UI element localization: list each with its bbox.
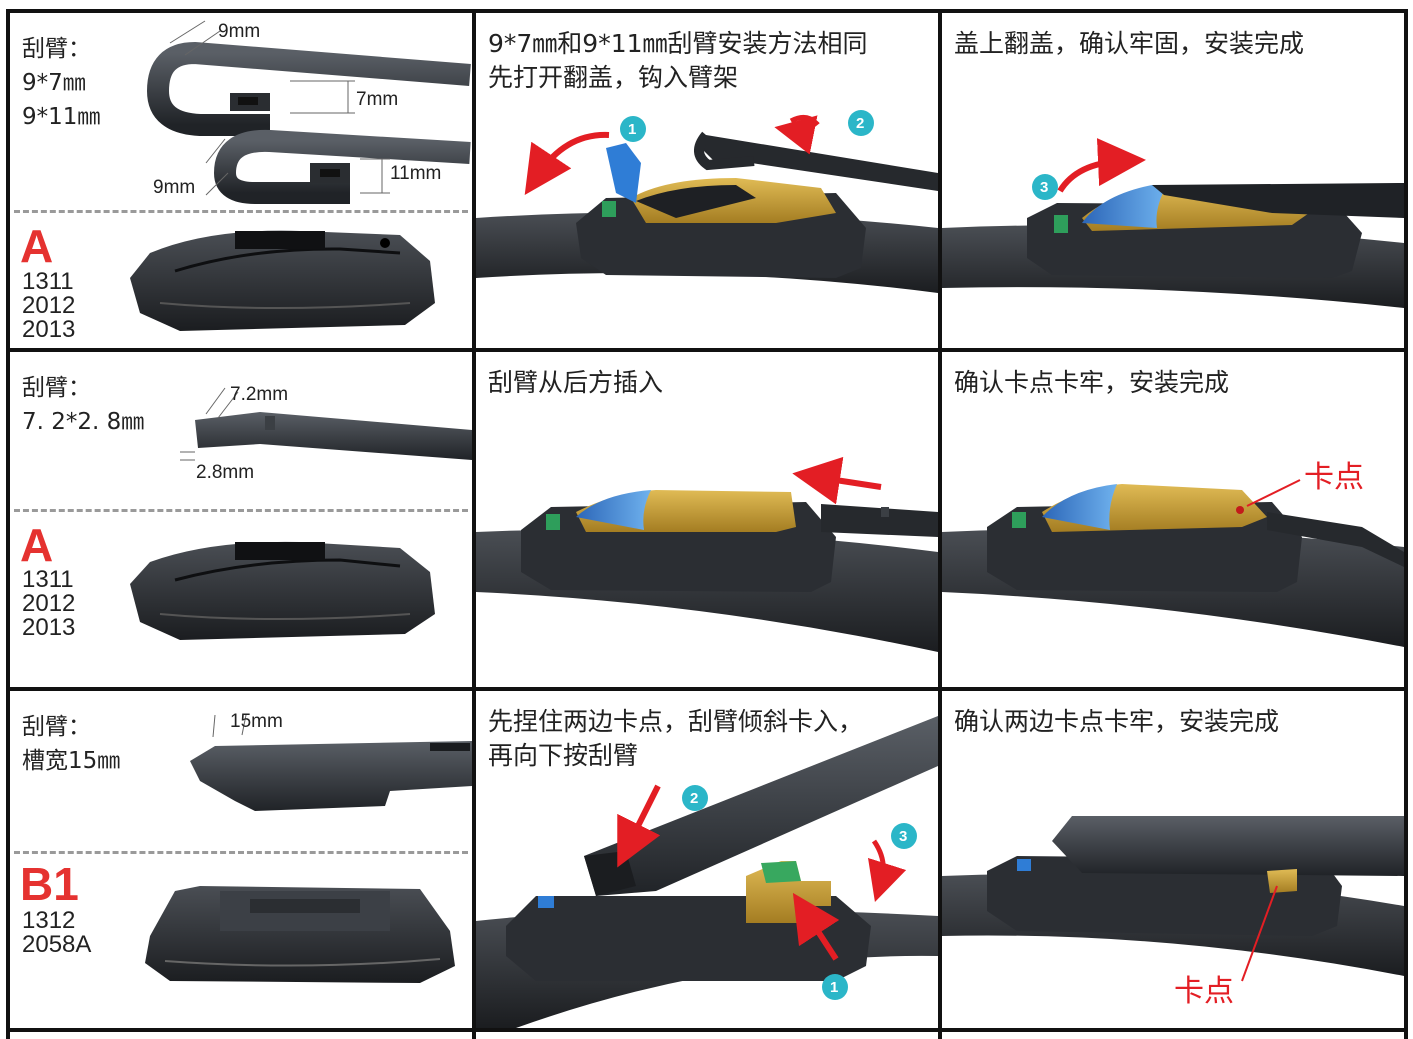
step-illustration: 1 2 bbox=[476, 110, 938, 293]
dim-label: 2.8mm bbox=[196, 462, 254, 483]
grid-line bbox=[6, 687, 1408, 691]
step-badge: 2 bbox=[690, 790, 698, 807]
step-badge: 1 bbox=[628, 121, 636, 138]
adapter-a-illustration bbox=[130, 230, 435, 331]
latch-point-label: 卡点 bbox=[1304, 460, 1364, 495]
dim-label: 7mm bbox=[356, 89, 398, 110]
side-lock-arm-illustration: 15mm bbox=[190, 711, 472, 811]
row1-step-cell: 9*7㎜和9*11㎜刮臂安装方法相同 先打开翻盖，钩入臂架 1 2 bbox=[476, 13, 938, 348]
model-code: 1312 bbox=[22, 907, 76, 934]
row1-spec-cell: 刮臂： 9*7㎜ 9*11㎜ 9mm 7mm 9mm 11mm A bbox=[10, 13, 472, 348]
adapter-b1-illustration bbox=[145, 886, 455, 983]
latch-point-label: 卡点 bbox=[1174, 974, 1234, 1009]
model-code: 1311 bbox=[22, 566, 74, 593]
done-illustration: 3 bbox=[942, 138, 1404, 308]
section-divider bbox=[14, 210, 468, 213]
spec-title: 刮臂： bbox=[22, 36, 91, 62]
model-code: 1311 bbox=[22, 268, 74, 295]
pin-arm-illustration: 7.2mm 2.8mm bbox=[180, 384, 472, 483]
step-badge: 2 bbox=[856, 115, 864, 132]
done-illustration: 卡点 bbox=[942, 816, 1404, 1009]
step-illustration: 2 3 1 bbox=[476, 716, 938, 1028]
step-caption: 先捏住两边卡点，刮臂倾斜卡入， 再向下按刮臂 bbox=[488, 707, 864, 770]
spec-title: 刮臂： bbox=[22, 375, 91, 401]
model-code: 2012 bbox=[22, 292, 76, 319]
model-code: 2012 bbox=[22, 590, 76, 617]
row3-step-cell: 先捏住两边卡点，刮臂倾斜卡入， 再向下按刮臂 2 3 1 bbox=[476, 691, 938, 1028]
grid-line bbox=[938, 9, 942, 1039]
model-code: 2013 bbox=[22, 614, 76, 641]
dim-label: 7.2mm bbox=[230, 384, 288, 405]
done-caption: 确认卡点卡牢，安装完成 bbox=[954, 368, 1230, 397]
grid-line bbox=[6, 1028, 1408, 1032]
row2-step-cell: 刮臂从后方插入 bbox=[476, 352, 938, 687]
done-caption: 盖上翻盖，确认牢固，安装完成 bbox=[954, 29, 1305, 58]
done-caption: 确认两边卡点卡牢，安装完成 bbox=[954, 707, 1280, 736]
grid-line bbox=[6, 348, 1408, 352]
adapter-type-letter: A bbox=[20, 519, 54, 571]
grid-line bbox=[6, 9, 1408, 13]
done-illustration: 卡点 bbox=[942, 460, 1404, 647]
spec-title: 刮臂： bbox=[22, 714, 91, 740]
step-caption: 9*7㎜和9*11㎜刮臂安装方法相同 先打开翻盖，钩入臂架 bbox=[488, 29, 868, 92]
model-code: 2058A bbox=[22, 931, 92, 958]
adapter-type-letter: B1 bbox=[20, 858, 79, 910]
hook-arm-illustration: 9mm 7mm 9mm 11mm bbox=[146, 20, 471, 204]
adapter-a-illustration bbox=[130, 541, 435, 640]
grid-line bbox=[472, 9, 476, 1039]
row2-spec-cell: 刮臂： 7. 2*2. 8㎜ 7.2mm 2.8mm A 1311 2012 2… bbox=[10, 352, 472, 687]
row1-done-cell: 盖上翻盖，确认牢固，安装完成 3 bbox=[942, 13, 1404, 348]
step-badge: 3 bbox=[899, 828, 907, 845]
grid-line bbox=[1404, 9, 1408, 1039]
row3-done-cell: 确认两边卡点卡牢，安装完成 卡点 bbox=[942, 691, 1404, 1028]
model-code: 2013 bbox=[22, 316, 76, 343]
step-illustration bbox=[476, 456, 938, 652]
grid-line bbox=[6, 9, 10, 1039]
dim-label: 9mm bbox=[218, 21, 260, 42]
step-caption: 刮臂从后方插入 bbox=[488, 368, 664, 397]
spec-size: 槽宽15㎜ bbox=[22, 748, 121, 774]
dim-label: 9mm bbox=[153, 177, 195, 198]
spec-size: 7. 2*2. 8㎜ bbox=[22, 409, 145, 435]
adapter-type-letter: A bbox=[20, 220, 54, 272]
section-divider bbox=[14, 509, 468, 512]
section-divider bbox=[14, 851, 468, 854]
dim-label: 15mm bbox=[230, 711, 283, 732]
row3-spec-cell: 刮臂： 槽宽15㎜ 15mm B1 1312 2058A bbox=[10, 691, 472, 1028]
spec-size: 9*7㎜ bbox=[22, 70, 86, 96]
row2-done-cell: 确认卡点卡牢，安装完成 卡点 bbox=[942, 352, 1404, 687]
spec-size: 9*11㎜ bbox=[22, 104, 101, 130]
step-badge: 3 bbox=[1040, 179, 1048, 196]
step-badge: 1 bbox=[830, 979, 838, 996]
dim-label: 11mm bbox=[390, 163, 441, 184]
